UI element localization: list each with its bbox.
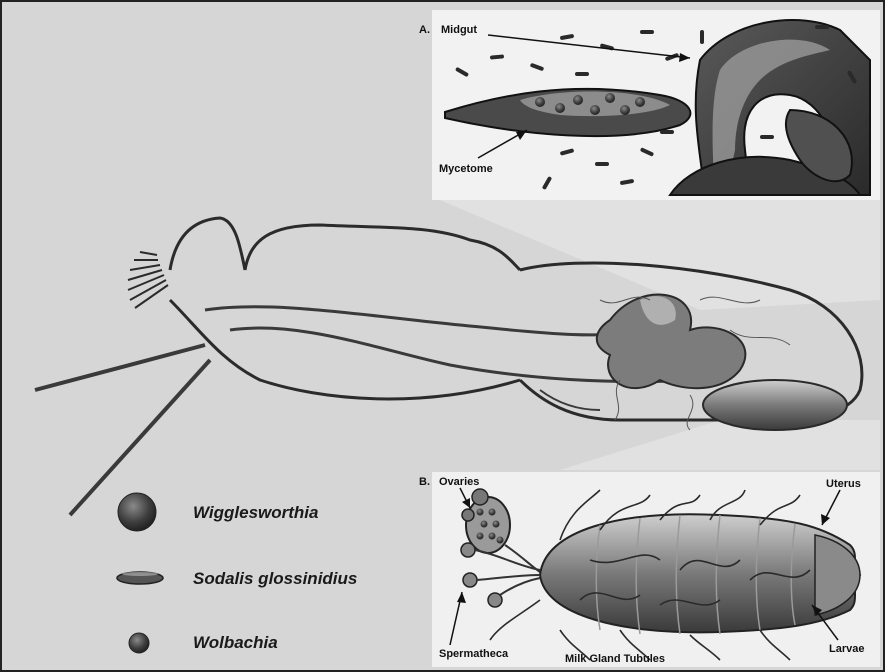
label-milk-gland-tubules: Milk Gland Tubules (565, 653, 665, 665)
panel-b-letter: B. (419, 476, 430, 488)
label-midgut: Midgut (441, 24, 477, 36)
large-sphere-icon (118, 493, 156, 531)
label-ovaries: Ovaries (439, 476, 479, 488)
legend-label-sodalis: Sodalis glossinidius (193, 569, 357, 589)
label-spermatheca: Spermatheca (439, 648, 508, 660)
panel-a-midgut-illustration (432, 10, 880, 200)
small-sphere-icon (129, 633, 149, 653)
spermatheca-sac-1 (461, 543, 475, 557)
larva-in-abdomen (703, 380, 847, 430)
uterus-larva (540, 514, 860, 632)
panel-a-letter: A. (419, 24, 430, 36)
legend-label-wigglesworthia: Wigglesworthia (193, 503, 318, 523)
panel-b-reproductive-illustration (432, 472, 880, 667)
label-uterus: Uterus (826, 478, 861, 490)
label-mycetome: Mycetome (439, 163, 493, 175)
legend-label-wolbachia: Wolbachia (193, 633, 278, 653)
label-larvae: Larvae (829, 643, 864, 655)
spermatheca-sac-2 (463, 573, 477, 587)
spermatheca-sac-3 (488, 593, 502, 607)
